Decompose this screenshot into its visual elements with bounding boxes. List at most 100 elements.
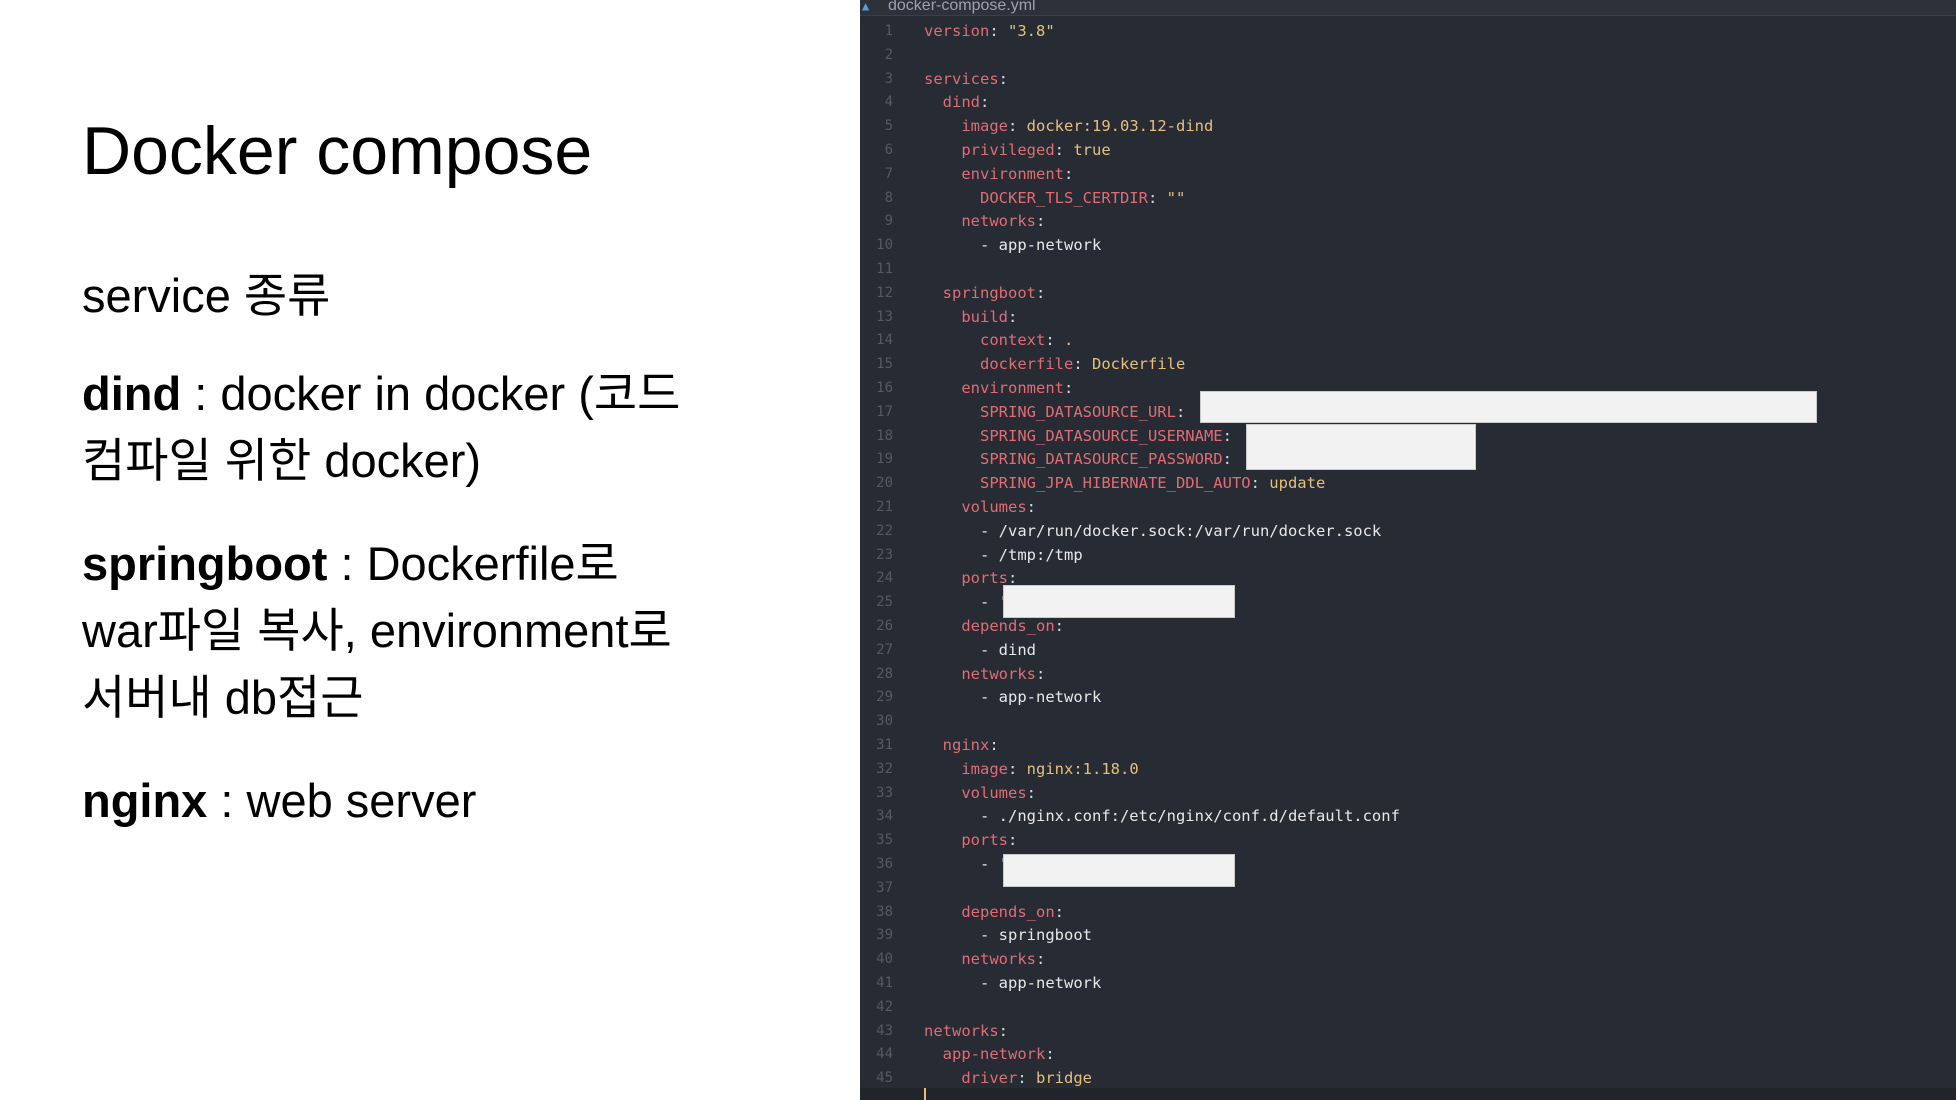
code-line: 45 driver: bridge (860, 1067, 1956, 1091)
line-number: 32 (876, 760, 893, 777)
yaml-key: depends_on (961, 617, 1055, 635)
code-line: 18 SPRING_DATASOURCE_USERNAME: (860, 425, 1956, 449)
yaml-key: networks (924, 1021, 999, 1040)
line-number: 15 (876, 356, 893, 373)
code-text: SPRING_JPA_HIBERNATE_DDL_AUTO: update (980, 474, 1326, 493)
bullet-springboot-line3: 서버내 db접근 (82, 671, 364, 724)
line-number: 29 (876, 689, 893, 706)
code-line: 44 app-network: (860, 1043, 1956, 1067)
yaml-key: springboot (942, 283, 1036, 302)
code-line: 26 depends_on: (860, 615, 1956, 639)
code-text: services: (924, 69, 1008, 88)
yaml-key: SPRING_DATASOURCE_USERNAME (980, 426, 1223, 445)
code-text: - dind (924, 639, 1036, 663)
yaml-key: SPRING_JPA_HIBERNATE_DDL_AUTO (980, 474, 1251, 493)
line-number: 11 (876, 261, 893, 277)
yaml-key: app-network (942, 1045, 1046, 1064)
code-text: SPRING_DATASOURCE_PASSWORD: (980, 450, 1232, 469)
code-text: - ' (924, 853, 1008, 877)
line-number: 4 (884, 94, 893, 111)
text-cursor (924, 1088, 926, 1100)
code-line: 3 services: (860, 68, 1956, 92)
code-text: volumes: (961, 498, 1036, 516)
code-line: 33 volumes: (860, 782, 1956, 806)
line-number: 43 (876, 1022, 893, 1039)
line-number: 44 (876, 1046, 893, 1063)
yaml-key: volumes (961, 783, 1027, 802)
yaml-value: - dind (980, 640, 1036, 659)
code-line: 41 - app-network (860, 972, 1956, 996)
yaml-key: version (924, 22, 990, 40)
code-text: privileged: true (961, 141, 1111, 159)
code-line: 16 environment: (860, 377, 1956, 401)
code-line: 9 networks: (860, 210, 1956, 234)
code-text: networks: (961, 664, 1046, 683)
line-number: 37 (876, 879, 893, 896)
yaml-key: environment (961, 164, 1064, 183)
code-text: environment: (961, 379, 1074, 397)
code-text: build: (961, 307, 1018, 326)
yaml-value: - /var/run/docker.sock:/var/run/docker.s… (980, 521, 1382, 540)
bullet-dind-name: dind (82, 367, 182, 420)
yaml-key: ports (961, 569, 1008, 588)
service-heading: service 종류 (82, 269, 331, 322)
slide-title: Docker compose (82, 113, 593, 189)
code-text: - springboot (924, 924, 1092, 948)
bullet-springboot-desc-1: : Dockerfile로 (327, 537, 619, 590)
line-number: 30 (876, 713, 893, 730)
yaml-value: - /tmp:/tmp (980, 545, 1083, 564)
line-number: 45 (876, 1070, 893, 1087)
code-line: 2 (860, 44, 1956, 68)
docker-whale-icon: ▲ (862, 0, 870, 13)
editor-bottom-bar (860, 1088, 1956, 1100)
line-number: 17 (876, 403, 893, 420)
code-line: 38 depends_on: (860, 901, 1956, 925)
yaml-key: networks (961, 664, 1036, 683)
code-line: 17 SPRING_DATASOURCE_URL: (860, 401, 1956, 425)
editor-tab-filename: docker-compose.yml (888, 0, 1036, 14)
code-text: - app-network (924, 972, 1101, 996)
code-line: 8 DOCKER_TLS_CERTDIR: "" (860, 187, 1956, 211)
line-number: 18 (876, 427, 893, 444)
line-number: 27 (876, 641, 893, 658)
line-number: 3 (884, 70, 893, 87)
line-number: 42 (876, 998, 893, 1015)
line-number: 12 (876, 284, 893, 301)
yaml-key: networks (961, 950, 1036, 969)
yaml-key: services (924, 69, 999, 88)
line-number: 38 (876, 903, 893, 920)
line-number: 20 (876, 475, 893, 492)
code-text: nginx: (942, 736, 999, 754)
code-line: 35 ports: (860, 829, 1956, 853)
yaml-value: nginx:1.18.0 (1017, 759, 1139, 778)
redacted-value (1246, 424, 1476, 470)
line-number: 10 (876, 237, 893, 254)
bullet-dind-line2: 컴파일 위한 docker) (82, 434, 482, 487)
code-line: 10 - app-network (860, 234, 1956, 258)
bullet-nginx-desc: : web server (207, 774, 477, 827)
yaml-value: - app-network (980, 974, 1102, 992)
line-number: 36 (876, 856, 893, 872)
slide-text-panel: Docker compose service 종류 dind : docker … (0, 0, 860, 1100)
yaml-value: true (1064, 141, 1111, 159)
yaml-key: ports (961, 831, 1008, 850)
code-text: ports: (961, 569, 1018, 588)
code-line: 20 SPRING_JPA_HIBERNATE_DDL_AUTO: update (860, 472, 1956, 496)
redacted-value (1003, 585, 1235, 618)
code-text: app-network: (942, 1045, 1055, 1064)
code-text: - /tmp:/tmp (924, 544, 1083, 568)
editor-tab[interactable]: ▲ docker-compose.yml (860, 0, 1956, 16)
line-number: 5 (884, 118, 893, 135)
yaml-value: update (1259, 474, 1326, 493)
line-number: 14 (876, 332, 893, 349)
bullet-springboot-name: springboot (82, 537, 328, 590)
code-line: 28 networks: (860, 663, 1956, 687)
code-line: 4 dind: (860, 91, 1956, 115)
line-number: 28 (876, 665, 893, 682)
code-line: 22 - /var/run/docker.sock:/var/run/docke… (860, 520, 1956, 544)
code-line: 6 privileged: true (860, 139, 1956, 163)
code-line: 12 springboot: (860, 282, 1956, 306)
yaml-key: nginx (942, 736, 990, 754)
